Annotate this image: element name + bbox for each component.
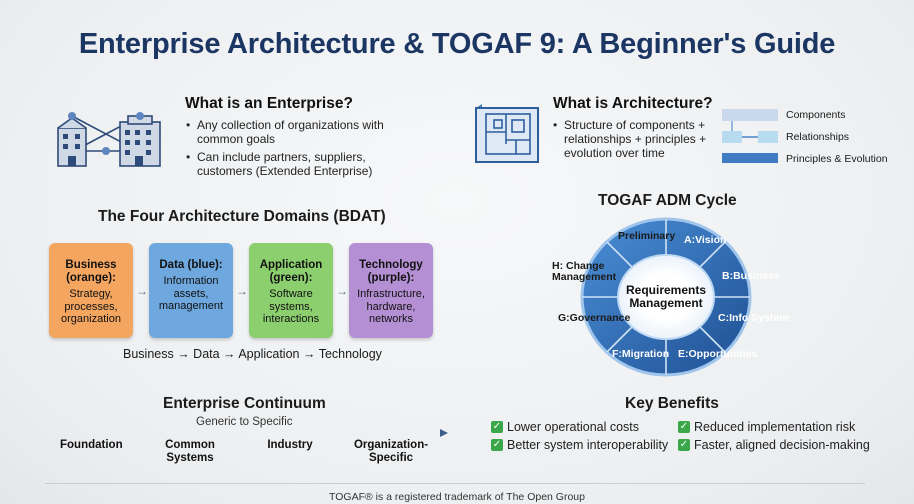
legend-components: Components	[786, 109, 846, 121]
enterprise-heading: What is an Enterprise?	[185, 95, 353, 112]
domain-title: Data (blue):	[159, 259, 223, 271]
benefit-text: Faster, aligned decision-making	[694, 438, 870, 452]
adm-phase-vision: A:Vision	[684, 234, 726, 246]
continuum-stage-common-systems: Common Systems	[165, 439, 215, 464]
continuum-stage-foundation: Foundation	[60, 439, 123, 451]
continuum-stage-industry: Industry	[267, 439, 313, 451]
benefit-item: ✓ Reduced implementation risk	[678, 420, 855, 434]
domain-desc: Software systems, interactions	[262, 288, 320, 325]
domains-heading: The Four Architecture Domains (BDAT)	[98, 208, 386, 225]
domain-technology: Technology (purple): Infrastructure, har…	[349, 243, 433, 338]
adm-phase-change-management: H: Change Management	[552, 260, 617, 283]
benefit-item: ✓ Better system interoperability	[491, 438, 668, 452]
domain-business: Business (orange): Strategy, processes, …	[49, 243, 133, 338]
adm-phase-info-systems: C:Info Systems	[718, 312, 790, 324]
domain-title: Application (green):	[259, 259, 323, 284]
benefit-text: Lower operational costs	[507, 420, 640, 434]
domains-flow: Business → Data → Application → Technolo…	[123, 347, 382, 361]
adm-center: Requirements Management	[625, 283, 707, 310]
network-buildings-icon	[57, 112, 161, 167]
adm-phase-business: B:Business	[722, 270, 780, 282]
arrow-icon: →	[336, 284, 348, 298]
domain-title: Business (orange):	[65, 259, 117, 284]
layer-legend-icon	[722, 109, 778, 163]
check-icon: ✓	[491, 421, 503, 433]
domain-application: Application (green): Software systems, i…	[249, 243, 333, 338]
footer-note: TOGAF® is a registered trademark of The …	[329, 491, 585, 503]
adm-heading: TOGAF ADM Cycle	[598, 192, 737, 209]
enterprise-bullet: Can include partners, suppliers, custome…	[186, 150, 396, 178]
continuum-arrow-icon	[58, 429, 448, 437]
continuum-heading: Enterprise Continuum	[163, 395, 326, 412]
continuum-stage-organization-specific: Organization-Specific	[353, 439, 429, 464]
enterprise-bullet: Any collection of organizations with com…	[186, 118, 396, 146]
arrow-icon: →	[136, 284, 148, 298]
domain-desc: Infrastructure, hardware, networks	[357, 288, 425, 325]
legend-relationships: Relationships	[786, 131, 850, 143]
benefit-text: Better system interoperability	[507, 438, 669, 452]
footer-divider	[45, 483, 865, 484]
adm-phase-preliminary: Preliminary	[618, 230, 675, 242]
domain-title: Technology (purple):	[359, 259, 423, 284]
adm-phase-migration: F:Migration	[612, 348, 669, 360]
benefit-text: Reduced implementation risk	[694, 420, 856, 434]
benefits-heading: Key Benefits	[625, 395, 719, 412]
architecture-bullets: Structure of components + relationships …	[553, 118, 718, 164]
arrow-icon: →	[236, 284, 248, 298]
page-title: Enterprise Architecture & TOGAF 9: A Beg…	[78, 28, 836, 60]
architecture-bullet: Structure of components + relationships …	[553, 118, 718, 160]
enterprise-bullets: Any collection of organizations with com…	[186, 118, 396, 182]
architecture-heading: What is Architecture?	[553, 95, 713, 112]
domain-desc: Strategy, processes, organization	[61, 288, 121, 325]
check-icon: ✓	[678, 439, 690, 451]
legend-principles: Principles & Evolution	[786, 153, 888, 165]
continuum-axis-label: Generic to Specific	[196, 416, 293, 428]
domain-data: Data (blue): Information assets, managem…	[149, 243, 233, 338]
check-icon: ✓	[678, 421, 690, 433]
benefit-item: ✓ Faster, aligned decision-making	[678, 438, 870, 452]
adm-cycle-diagram: Preliminary A:Vision B:Business C:Info S…	[558, 217, 790, 377]
adm-phase-opportunities: E:Opportunities	[678, 348, 757, 360]
domain-desc: Information assets, management	[158, 275, 224, 312]
blueprint-icon	[475, 104, 539, 163]
benefit-item: ✓ Lower operational costs	[491, 420, 639, 434]
check-icon: ✓	[491, 439, 503, 451]
adm-phase-governance: G:Governance	[558, 312, 631, 324]
